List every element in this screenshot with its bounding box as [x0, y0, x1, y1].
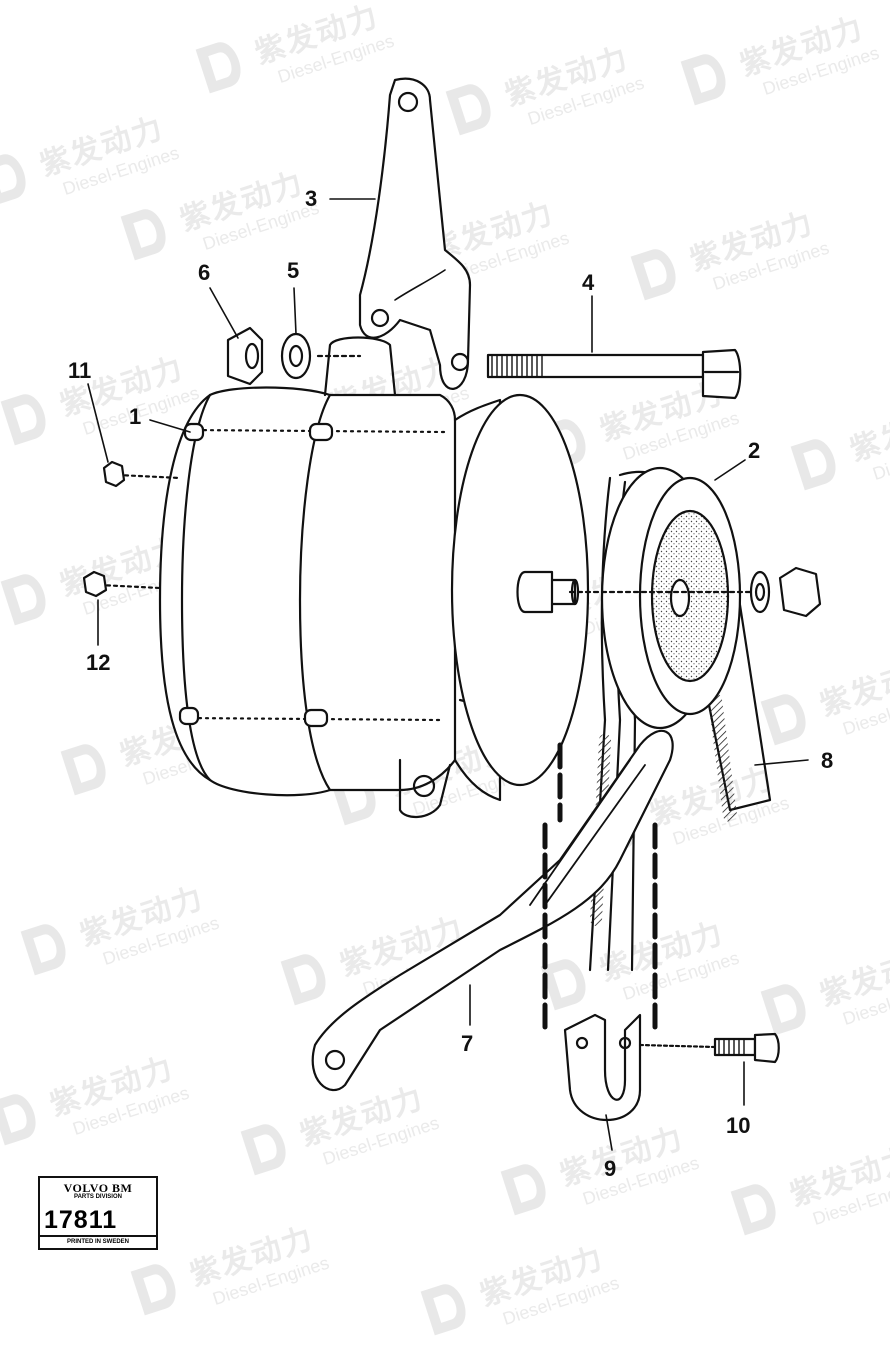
callout-4: 4 [582, 270, 595, 295]
washer-5 [280, 332, 312, 380]
adjusting-arm-7 [311, 729, 674, 1092]
badge-brand: VOLVO BM [63, 1181, 133, 1195]
clamp-9 [563, 1013, 642, 1121]
callout-3: 3 [305, 186, 318, 211]
callout-11: 11 [68, 358, 92, 383]
callout-7: 7 [461, 1031, 474, 1056]
screw-10 [638, 1032, 780, 1064]
nut-11 [102, 460, 126, 488]
callout-6: 6 [198, 260, 211, 285]
badge-printed: PRINTED IN SWEDEN [40, 1235, 156, 1248]
nut-6 [226, 326, 362, 386]
callout-10: 10 [726, 1113, 751, 1138]
callout-5: 5 [287, 258, 300, 283]
exploded-view-drawing [82, 77, 822, 1151]
bolt-4 [486, 348, 742, 400]
pulley-2 [568, 466, 822, 730]
callout-2: 2 [748, 438, 761, 463]
callout-8: 8 [821, 748, 834, 773]
callout-12: 12 [86, 650, 111, 675]
callout-9: 9 [604, 1156, 617, 1181]
leader-lines [87, 198, 809, 1151]
nut-12 [82, 570, 108, 598]
badge-division: PARTS DIVISION [74, 1194, 122, 1200]
volvo-parts-badge: VOLVO BM PARTS DIVISION 17811 PRINTED IN… [38, 1176, 158, 1250]
callout-1: 1 [129, 404, 142, 429]
bracket-3 [358, 77, 472, 390]
alternator [98, 336, 590, 818]
badge-number: 17811 [44, 1206, 118, 1234]
